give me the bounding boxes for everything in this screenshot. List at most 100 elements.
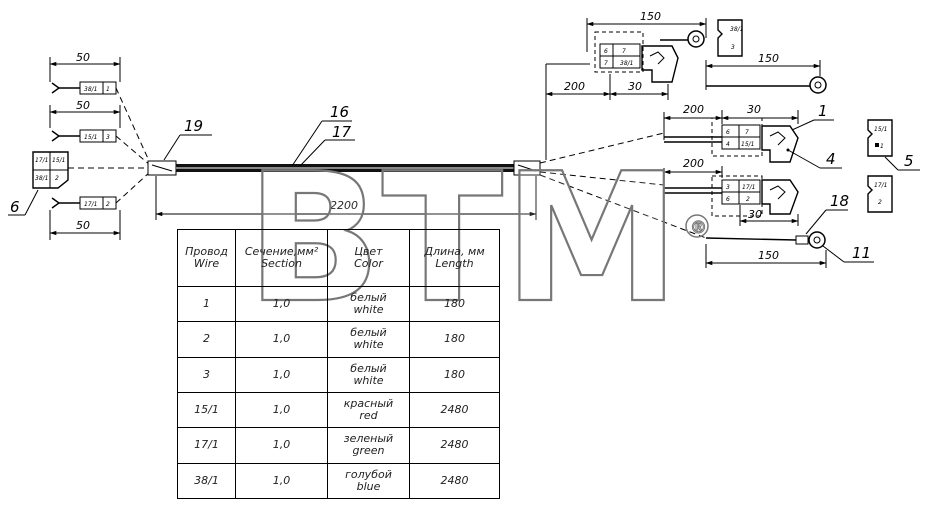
callout-17: 17 bbox=[332, 123, 352, 141]
conn-label: 2 bbox=[746, 196, 750, 203]
dim-left-top-label: 50 bbox=[76, 51, 90, 64]
left-dashed-leads bbox=[68, 87, 151, 204]
conn-label: 2 bbox=[106, 201, 110, 208]
connector-5b: 17/1 2 bbox=[867, 175, 893, 213]
conn-label: 3 bbox=[106, 134, 110, 141]
terminal-left-bottom: 17/1 2 bbox=[51, 196, 117, 210]
dim-left-mid-label: 50 bbox=[76, 99, 90, 112]
conn-label: 3 bbox=[726, 184, 730, 191]
cell-section: 1,0 bbox=[235, 321, 328, 358]
conn-label: 6 bbox=[726, 196, 730, 203]
dim-left-top: 50 bbox=[49, 51, 121, 82]
dim-trunk-label: 2200 bbox=[330, 199, 358, 212]
right-low-group: 200 3 17/1 6 2 30 bbox=[663, 157, 799, 226]
callout-11: 11 bbox=[852, 244, 871, 262]
dim-right-top-30: 30 bbox=[628, 80, 642, 93]
conn-label: 15/1 bbox=[84, 134, 97, 141]
conn-label: 38/1 bbox=[84, 86, 97, 93]
cell-section: 1,0 bbox=[235, 356, 328, 393]
terminal-left-mid: 15/1 3 bbox=[51, 129, 117, 143]
cell-wire: 17/1 bbox=[177, 427, 236, 464]
conn-label: 1 bbox=[880, 143, 884, 150]
conn-label: 7 bbox=[622, 48, 626, 55]
dim-left-bottom-label: 50 bbox=[76, 219, 90, 232]
conn-label: 3 bbox=[731, 44, 735, 51]
conn-label: 4 bbox=[726, 141, 730, 148]
callout-5: 5 bbox=[904, 152, 914, 170]
cell-wire: 38/1 bbox=[177, 462, 236, 500]
conn-label: 6 bbox=[604, 48, 608, 55]
cell-length: 2480 bbox=[409, 391, 500, 429]
dim-left-mid: 50 bbox=[49, 99, 121, 128]
conn-label: 15/1 bbox=[52, 157, 65, 164]
cell-length: 2480 bbox=[409, 427, 500, 464]
conn-label: 17/1 bbox=[35, 157, 48, 164]
right-mid-group: 200 30 6 7 4 15/1 1 4 bbox=[663, 102, 842, 169]
terminal-left-top: 38/1 1 bbox=[51, 81, 117, 95]
conn-label: 15/1 bbox=[874, 126, 887, 133]
callout-1: 1 bbox=[818, 102, 828, 120]
dim-left-bottom: 50 bbox=[49, 210, 121, 240]
connector-top-right-side: 38/1 3 bbox=[717, 19, 743, 57]
cell-wire: 1 bbox=[177, 285, 236, 323]
callout-16: 16 bbox=[330, 103, 349, 121]
cell-section: 1,0 bbox=[235, 427, 328, 464]
cell-length: 180 bbox=[409, 356, 500, 393]
conn-label: 38/1 bbox=[620, 60, 633, 67]
dim-right-mid-30: 30 bbox=[747, 103, 761, 116]
dim-right-low-30: 30 bbox=[748, 208, 762, 221]
callout-19: 19 bbox=[184, 117, 203, 135]
ring-terminal-11: 18 11 150 bbox=[705, 192, 874, 268]
conn-label: 6 bbox=[726, 129, 730, 136]
dim-right-top-150: 150 bbox=[640, 10, 661, 23]
right-top-group: 150 6 7 7 38/1 200 30 bbox=[545, 10, 707, 100]
cell-length: 2480 bbox=[409, 462, 500, 500]
conn-label: 1 bbox=[106, 86, 110, 93]
callout-18: 18 bbox=[830, 192, 849, 210]
connector-5: 15/1 1 5 bbox=[867, 119, 920, 171]
cell-section: 1,0 bbox=[235, 285, 328, 323]
conn-label: 38/1 bbox=[730, 26, 743, 33]
conn-label: 2 bbox=[55, 175, 59, 182]
trunk: 19 16 17 2200 bbox=[147, 103, 541, 220]
watermark-mark: ® bbox=[690, 218, 707, 238]
cell-length: 180 bbox=[409, 321, 500, 358]
conn-label: 17/1 bbox=[874, 182, 887, 189]
conn-label: 15/1 bbox=[741, 141, 754, 148]
dim-right-second-150: 150 bbox=[758, 52, 779, 65]
conn-label: 7 bbox=[745, 129, 749, 136]
cell-wire: 2 bbox=[177, 321, 236, 358]
ring-terminal-2: 150 bbox=[705, 52, 827, 94]
dim-right-low-200: 200 bbox=[683, 157, 704, 170]
dim-right-mid-200: 200 bbox=[683, 103, 704, 116]
conn-label: 38/1 bbox=[35, 175, 48, 182]
conn-label: 17/1 bbox=[742, 184, 755, 191]
dim-right-top-200: 200 bbox=[564, 80, 585, 93]
cell-length: 180 bbox=[409, 285, 500, 323]
conn-label: 7 bbox=[604, 60, 608, 67]
cell-wire: 3 bbox=[177, 356, 236, 393]
dim-right-bottom-150: 150 bbox=[758, 249, 779, 262]
connector-6: 17/1 15/1 38/1 2 6 bbox=[8, 151, 69, 216]
callout-4: 4 bbox=[826, 150, 836, 168]
cell-section: 1,0 bbox=[235, 391, 328, 429]
cell-section: 1,0 bbox=[235, 462, 328, 500]
